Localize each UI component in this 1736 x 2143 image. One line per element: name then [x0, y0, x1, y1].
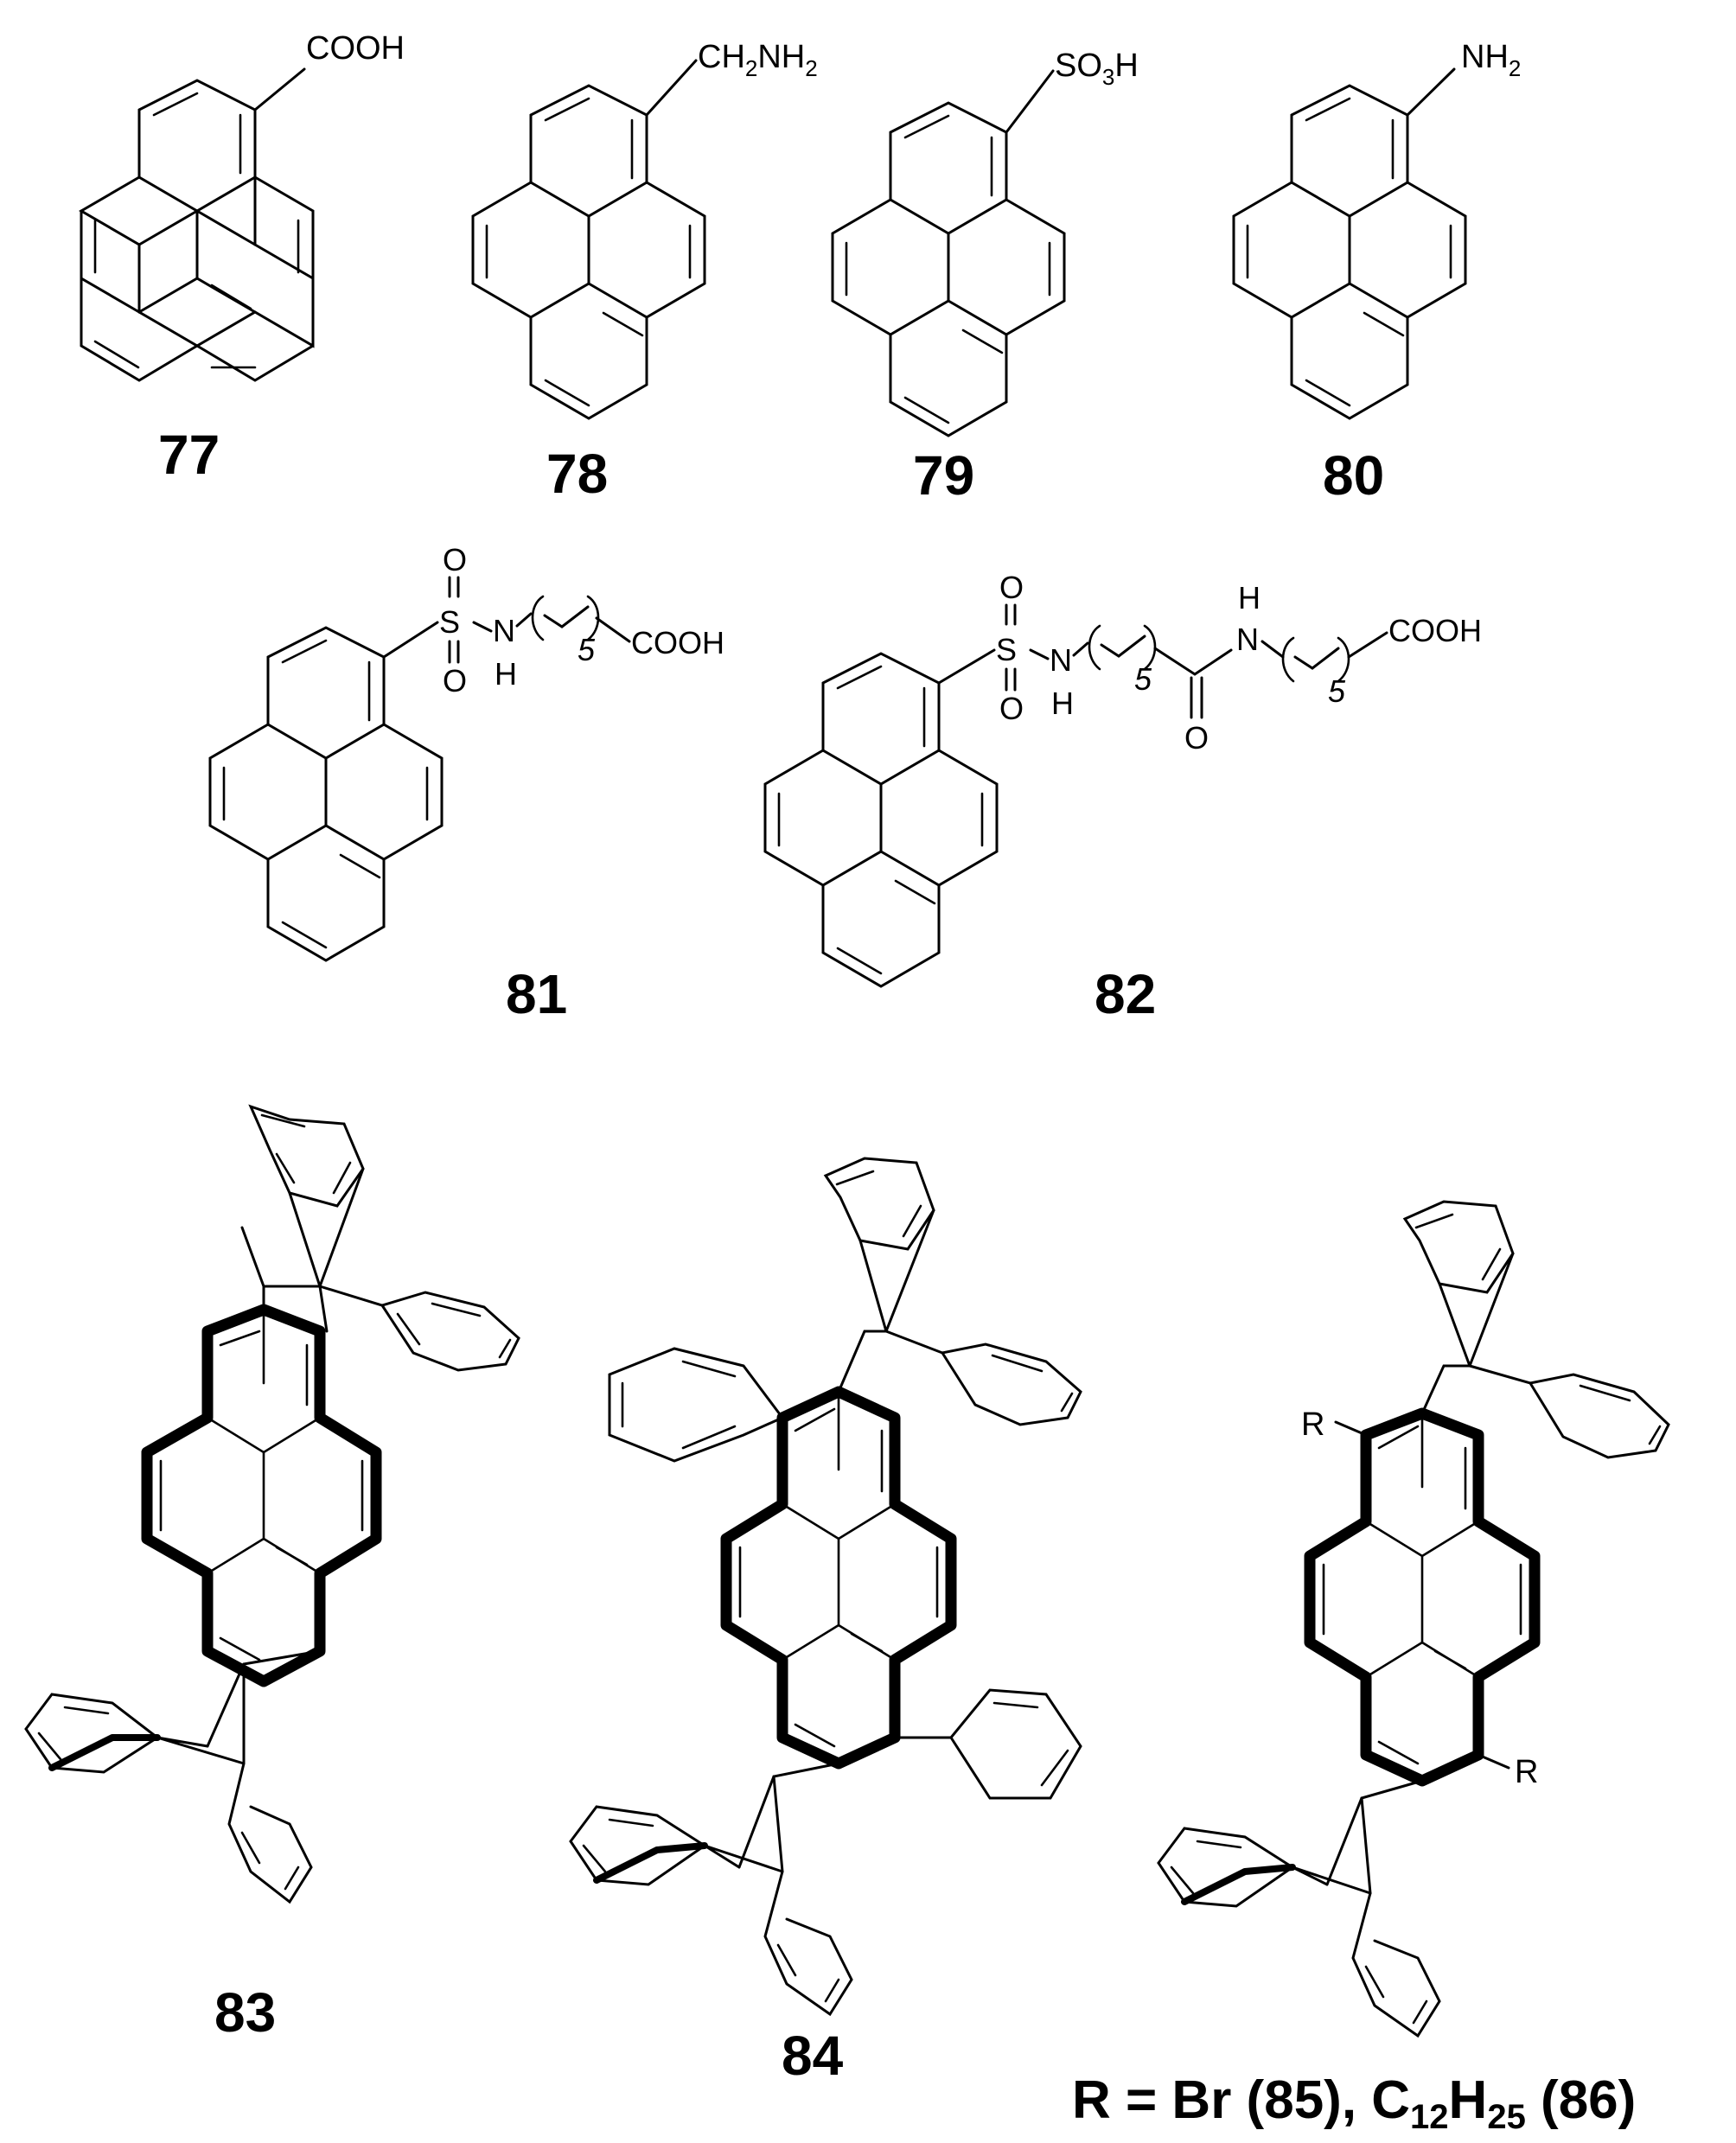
oxygen-82b: O [999, 691, 1024, 726]
oxygen-81b: O [443, 663, 467, 698]
compound-number-84: 84 [782, 2025, 844, 2087]
structure-78: CH2NH2 78 [471, 39, 818, 505]
oxygen-82a: O [999, 570, 1024, 605]
r-group-top: R [1301, 1406, 1324, 1443]
hydrogen-82b: H [1238, 580, 1261, 615]
structure-82: S O O N H 5 O N H 5 COOH 82 [763, 570, 1482, 1025]
oxygen-81a: O [443, 542, 467, 577]
structure-81: S O O N H 5 COOH 81 [208, 542, 724, 1025]
nitrogen-82a: N [1050, 642, 1072, 678]
structure-80: NH2 80 [1232, 39, 1521, 507]
structure-85-86: R R [1157, 1200, 1670, 2038]
compound-number-81: 81 [506, 963, 567, 1025]
substituent-78: CH2NH2 [698, 39, 818, 81]
repeat-count-81: 5 [578, 632, 596, 667]
nitrogen-81: N [493, 613, 515, 648]
sulfur-81: S [439, 604, 460, 640]
hydrogen-81: H [495, 656, 517, 692]
oxygen-82c: O [1184, 720, 1209, 756]
substituent-79: SO3H [1055, 48, 1139, 90]
structure-83: 83 [24, 1104, 520, 2044]
substituent-77: COOH [306, 30, 405, 67]
r-group-caption: R = Br (85), C12H25 (86) [1072, 2070, 1636, 2136]
sulfur-82: S [996, 632, 1017, 667]
compound-number-80: 80 [1323, 444, 1384, 507]
nitrogen-82b: N [1236, 622, 1259, 657]
carboxyl-82: COOH [1388, 613, 1482, 648]
repeat-count-82b: 5 [1328, 673, 1346, 709]
compound-number-82: 82 [1095, 963, 1156, 1025]
compound-number-77: 77 [158, 424, 220, 486]
structure-84: 84 [569, 1157, 1082, 2087]
structure-77: COOH 77 [79, 30, 405, 486]
hydrogen-82a: H [1051, 686, 1074, 721]
compound-number-83: 83 [214, 1981, 276, 2044]
r-group-bottom: R [1515, 1754, 1538, 1790]
carboxyl-81: COOH [631, 625, 724, 660]
substituent-80: NH2 [1461, 39, 1521, 81]
compound-number-79: 79 [913, 444, 974, 507]
repeat-count-82a: 5 [1134, 661, 1152, 697]
compound-number-78: 78 [546, 443, 608, 505]
structure-79: SO3H 79 [831, 48, 1139, 507]
